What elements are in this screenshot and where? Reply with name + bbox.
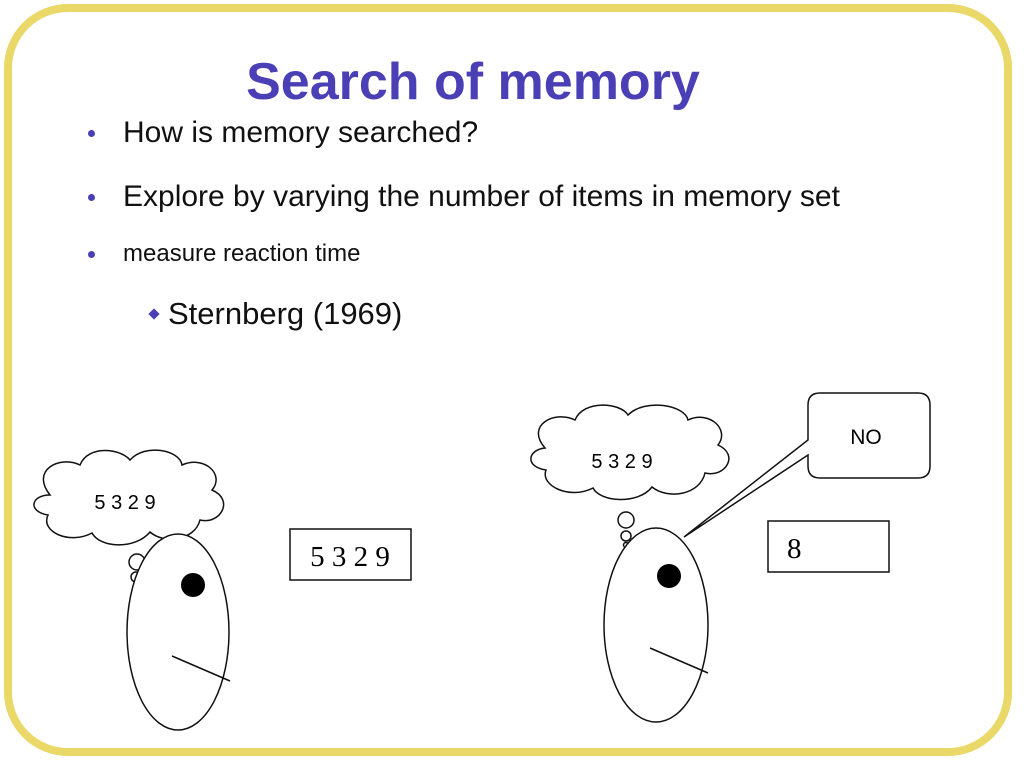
slide-title: Search of memory <box>246 53 700 111</box>
bullet-item: measure reaction time <box>88 240 360 268</box>
speech-bubble <box>683 392 931 538</box>
left-mouth <box>171 655 231 682</box>
sub-bullet-item: Sternberg (1969) <box>148 296 403 332</box>
right-eye <box>657 564 681 588</box>
probe-box <box>767 520 890 573</box>
thought-bubble-dot <box>617 511 635 529</box>
bullet-dot-icon <box>88 250 95 258</box>
thought-bubble-dot <box>620 530 632 542</box>
left-eye <box>181 573 205 597</box>
right-thought-text: 5 3 2 9 <box>591 451 652 473</box>
left-thought-cloud <box>33 449 225 546</box>
bullet-item: How is memory searched? <box>88 116 478 150</box>
right-person <box>530 404 730 723</box>
bullet-dot-icon <box>88 193 95 201</box>
bullet-dot-icon <box>88 129 95 137</box>
left-thought-text: 5 3 2 9 <box>94 492 155 514</box>
memory-set-text: 5 3 2 9 <box>310 541 390 573</box>
bullet-text: How is memory searched? <box>123 116 479 149</box>
bullet-text: Explore by varying the number of items i… <box>123 180 840 213</box>
sub-bullet-text: Sternberg (1969) <box>168 296 403 331</box>
right-mouth <box>649 647 709 674</box>
left-head <box>126 533 230 731</box>
bullet-item: Explore by varying the number of items i… <box>88 180 840 214</box>
right-thought-cloud <box>530 404 730 501</box>
bullet-text: measure reaction time <box>123 240 361 267</box>
memory-set-box <box>289 528 412 581</box>
right-head <box>603 527 709 723</box>
speech-bubble-text: NO <box>850 426 882 449</box>
probe-text: 8 <box>787 533 802 565</box>
